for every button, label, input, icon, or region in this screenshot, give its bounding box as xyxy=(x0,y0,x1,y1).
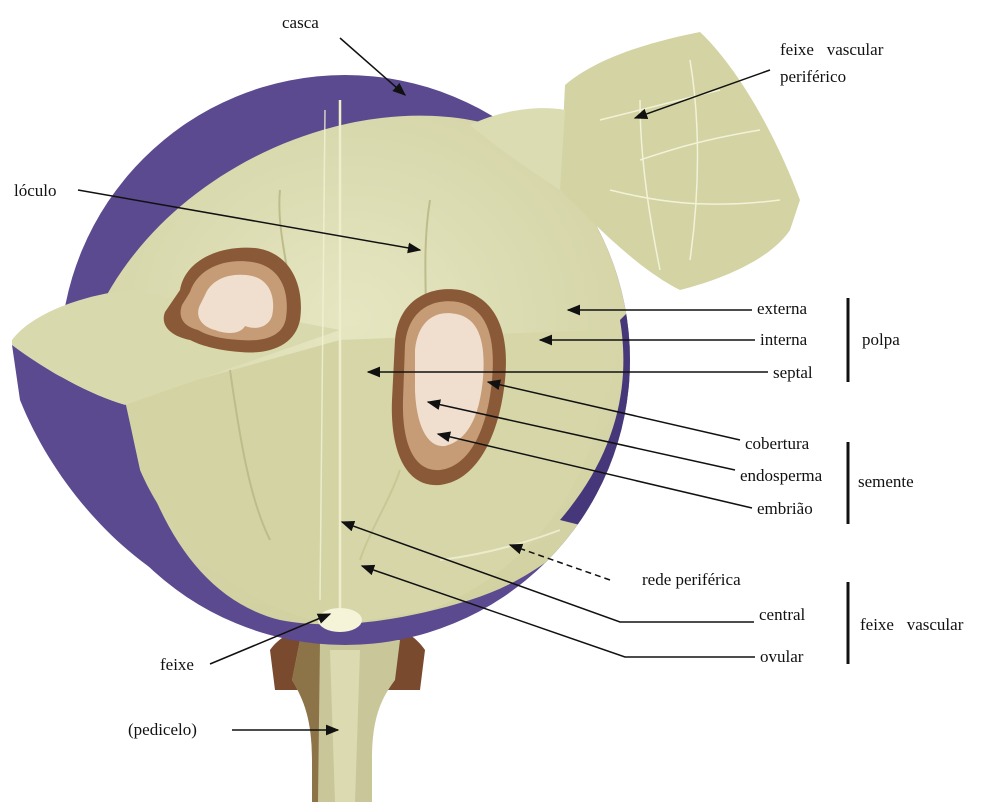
label-endosperma: endosperma xyxy=(740,466,823,485)
label-semente: semente xyxy=(858,472,914,491)
label-pedicelo: (pedicelo) xyxy=(128,720,197,739)
label-feixe-vascular-periferico-2: periférico xyxy=(780,67,846,86)
label-casca: casca xyxy=(282,13,319,32)
label-polpa: polpa xyxy=(862,330,900,349)
label-loculo: lóculo xyxy=(14,181,57,200)
label-feixe-vascular-periferico-1: feixe vascular xyxy=(780,40,884,59)
base-highlight xyxy=(318,608,362,632)
label-ovular: ovular xyxy=(760,647,804,666)
label-septal: septal xyxy=(773,363,813,382)
stem-shadow-left xyxy=(292,640,320,802)
label-feixe-vascular: feixe vascular xyxy=(860,615,964,634)
label-rede-periferica: rede periférica xyxy=(642,570,741,589)
label-interna: interna xyxy=(760,330,808,349)
label-embriao: embrião xyxy=(757,499,813,518)
label-feixe: feixe xyxy=(160,655,194,674)
label-central: central xyxy=(759,605,806,624)
pedicel xyxy=(270,620,425,802)
label-cobertura: cobertura xyxy=(745,434,810,453)
stem-highlight xyxy=(330,650,360,802)
label-externa: externa xyxy=(757,299,807,318)
